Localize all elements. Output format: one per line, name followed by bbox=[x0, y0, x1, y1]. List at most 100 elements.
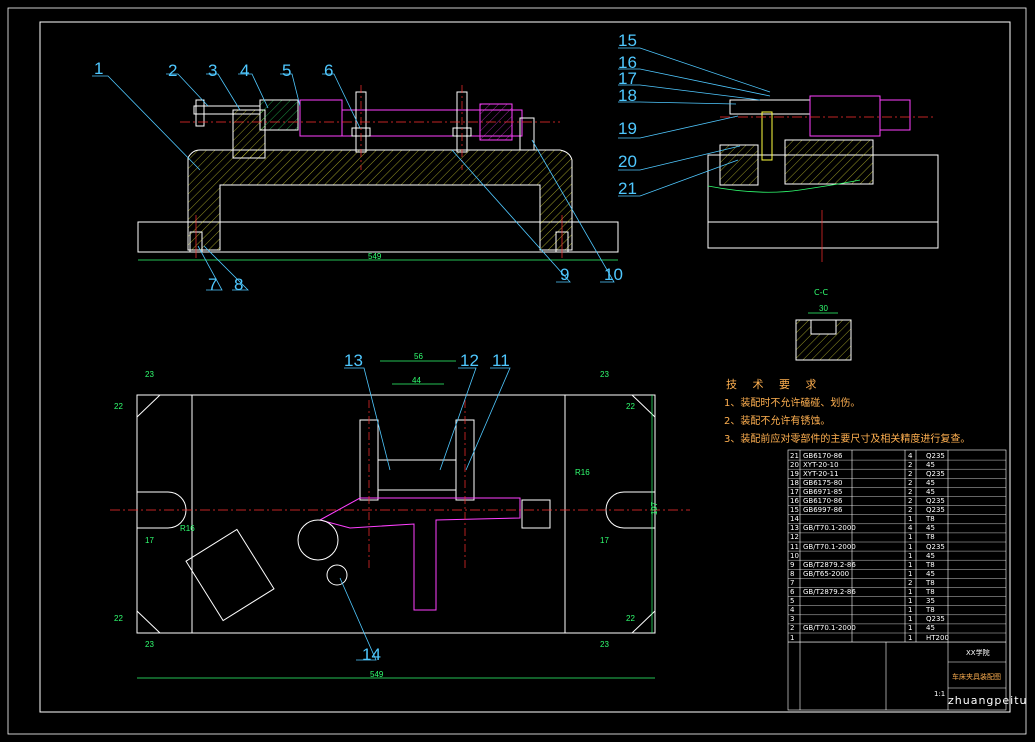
screw-head bbox=[195, 99, 205, 127]
body-casting bbox=[187, 149, 573, 251]
dim-section-width-text: 30 bbox=[819, 304, 828, 313]
parts-cell-code: XYT-20-10 bbox=[803, 460, 839, 469]
clamp-block bbox=[259, 99, 299, 131]
parts-cell-mat: Q235 bbox=[926, 469, 945, 478]
balloon-plan-3: 14 bbox=[362, 645, 381, 664]
side-spring bbox=[761, 111, 773, 161]
parts-cell-mat: T8 bbox=[926, 515, 935, 524]
balloon-front-6: 7 bbox=[208, 275, 218, 294]
parts-cell-no: 9 bbox=[790, 560, 795, 569]
balloon-side-2: 17 bbox=[618, 69, 637, 88]
balloon-side-5: 20 bbox=[618, 152, 637, 171]
parts-cell-mat: 35 bbox=[926, 597, 935, 606]
parts-table-grid bbox=[787, 449, 1007, 711]
dim-56-text: 56 bbox=[414, 352, 423, 361]
balloon-front-2: 3 bbox=[208, 61, 218, 80]
dim-44-text: 44 bbox=[412, 376, 421, 385]
plan-chamfer-tr bbox=[631, 394, 656, 418]
parts-cell-mat: T8 bbox=[926, 578, 935, 587]
parts-cell-qty: 2 bbox=[908, 506, 913, 515]
front-leaders bbox=[92, 73, 615, 291]
parts-cell-mat: 45 bbox=[926, 551, 935, 560]
parts-cell-no: 1 bbox=[790, 633, 795, 642]
balloon-side-4: 19 bbox=[618, 119, 637, 138]
plan-stop bbox=[521, 499, 551, 529]
parts-cell-mat: Q235 bbox=[926, 497, 945, 505]
balloon-plan-2: 11 bbox=[492, 351, 510, 370]
parts-cell-no: 16 bbox=[790, 497, 799, 505]
right-stop bbox=[519, 117, 535, 151]
plan-clamp bbox=[185, 528, 275, 622]
plan-pin bbox=[326, 564, 348, 586]
parts-cell-mat: 45 bbox=[926, 524, 935, 533]
parts-cell-mat: 45 bbox=[926, 478, 935, 487]
parts-cell-code: GB6997-86 bbox=[803, 506, 843, 515]
parts-cell-no: 7 bbox=[790, 578, 795, 587]
plan-chamfer-tl bbox=[136, 394, 161, 418]
parts-cell-code: GB/T65-2000 bbox=[803, 569, 850, 578]
tech-req-2: 2、装配不允许有锈蚀。 bbox=[724, 416, 831, 427]
parts-cell-code: GB6175-80 bbox=[803, 478, 843, 487]
parts-cell-no: 6 bbox=[790, 588, 795, 596]
parts-cell-no: 11 bbox=[790, 542, 799, 551]
parts-cell-no: 17 bbox=[790, 487, 799, 496]
balloon-plan-1: 12 bbox=[460, 351, 479, 370]
section-cc bbox=[795, 312, 852, 361]
parts-cell-qty: 2 bbox=[908, 478, 913, 487]
side-workpiece bbox=[809, 95, 881, 137]
dim-22-bl: 22 bbox=[114, 614, 123, 623]
parts-cell-qty: 1 bbox=[908, 551, 913, 560]
plan-slot-right bbox=[605, 491, 655, 529]
title-drawing-name: 车床夹具装配图 bbox=[952, 673, 1001, 681]
parts-cell-mat: Q235 bbox=[926, 451, 945, 460]
parts-cell-no: 15 bbox=[790, 506, 799, 515]
parts-cell-no: 8 bbox=[790, 569, 795, 578]
dim-r16-right: R16 bbox=[575, 468, 590, 477]
parts-cell-qty: 1 bbox=[908, 597, 913, 606]
balloon-side-3: 18 bbox=[618, 86, 637, 105]
parts-cell-qty: 1 bbox=[908, 560, 913, 569]
parts-cell-mat: Q235 bbox=[926, 615, 945, 624]
tech-req-title: 技 术 要 求 bbox=[726, 378, 823, 391]
balloon-front-4: 5 bbox=[282, 61, 292, 80]
parts-cell-qty: 1 bbox=[908, 515, 913, 524]
parts-cell-qty: 4 bbox=[908, 524, 913, 533]
parts-cell-mat: HT200 bbox=[926, 633, 949, 642]
dim-r16-left: R16 bbox=[180, 524, 195, 533]
plan-bridge bbox=[377, 459, 457, 491]
parts-cell-no: 20 bbox=[790, 460, 799, 469]
balloon-plan-0: 13 bbox=[344, 351, 363, 370]
dim-23-br: 23 bbox=[600, 640, 609, 649]
balloon-front-8: 9 bbox=[560, 265, 570, 284]
parts-cell-qty: 2 bbox=[908, 578, 913, 587]
parts-cell-qty: 1 bbox=[908, 569, 913, 578]
parts-cell-qty: 1 bbox=[908, 533, 913, 542]
parts-cell-mat: T8 bbox=[926, 606, 935, 615]
parts-cell-code: GB6170-86 bbox=[803, 451, 843, 460]
plan-chamfer-br bbox=[631, 610, 656, 634]
front-base bbox=[137, 221, 619, 253]
parts-cell-qty: 1 bbox=[908, 633, 913, 642]
parts-cell-code: GB6971-85 bbox=[803, 487, 843, 496]
parts-cell-no: 18 bbox=[790, 478, 799, 487]
balloon-side-1: 16 bbox=[618, 53, 637, 72]
parts-cell-mat: Q235 bbox=[926, 542, 945, 551]
dim-front-length-text: 549 bbox=[368, 252, 382, 261]
parts-cell-qty: 1 bbox=[908, 615, 913, 624]
side-leaders bbox=[618, 47, 771, 197]
parts-cell-mat: T8 bbox=[926, 588, 935, 596]
parts-cell-code: GB/T70.1-2000 bbox=[803, 542, 856, 551]
parts-cell-code: GB/T2879.2-86 bbox=[803, 560, 856, 569]
parts-cell-no: 3 bbox=[790, 615, 795, 624]
screw-rod bbox=[193, 105, 261, 115]
parts-cell-no: 2 bbox=[790, 624, 795, 633]
dim-23-tr: 23 bbox=[600, 370, 609, 379]
watermark: zhuangpeitu bbox=[948, 694, 1028, 707]
parts-cell-qty: 2 bbox=[908, 497, 913, 505]
balloon-side-6: 21 bbox=[618, 179, 637, 198]
parts-cell-qty: 2 bbox=[908, 487, 913, 496]
inner-border bbox=[39, 21, 1011, 713]
balloon-side-0: 15 bbox=[618, 31, 637, 50]
tech-req-1: 1、装配时不允许磕碰、划伤。 bbox=[724, 398, 861, 409]
